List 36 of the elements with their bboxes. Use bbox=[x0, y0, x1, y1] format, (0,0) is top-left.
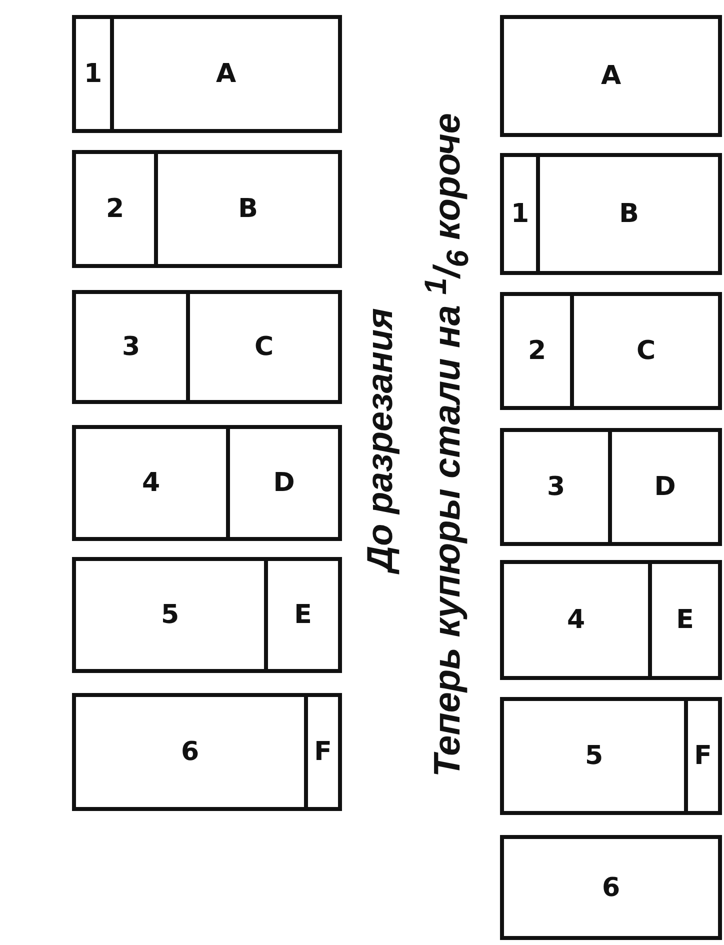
strip-box bbox=[72, 557, 342, 673]
section-label: 1 bbox=[510, 199, 530, 229]
strip-box bbox=[500, 153, 722, 275]
strip-box bbox=[72, 15, 342, 133]
section-label: 1 bbox=[84, 59, 102, 89]
section-label: A bbox=[600, 61, 622, 91]
section-label: E bbox=[294, 600, 312, 630]
strip-box bbox=[72, 150, 342, 268]
section-label: 6 bbox=[180, 737, 200, 767]
section-label: F bbox=[314, 737, 332, 767]
section-label: 4 bbox=[142, 468, 160, 498]
vertical-caption: До разрезания bbox=[359, 308, 401, 572]
section-label: F bbox=[694, 741, 712, 771]
section-label: 5 bbox=[160, 600, 180, 630]
section-label: 6 bbox=[602, 872, 620, 902]
strip-box bbox=[500, 560, 722, 680]
section-label: 3 bbox=[122, 332, 140, 362]
section-label: 5 bbox=[584, 741, 604, 771]
section-label: 3 bbox=[546, 472, 566, 502]
section-label: C bbox=[254, 332, 274, 362]
strip-box bbox=[500, 292, 722, 410]
strip-box bbox=[500, 697, 722, 815]
section-label: B bbox=[238, 194, 258, 224]
section-label: 2 bbox=[106, 194, 124, 224]
strip-box bbox=[72, 290, 342, 404]
strip-box bbox=[500, 428, 722, 546]
section-label: E bbox=[676, 605, 694, 635]
section-label: D bbox=[654, 472, 676, 502]
section-label: 4 bbox=[566, 605, 586, 635]
strip-box bbox=[72, 693, 342, 811]
section-label: D bbox=[273, 468, 295, 498]
section-label: 2 bbox=[528, 336, 546, 366]
section-label: B bbox=[619, 199, 639, 229]
section-label: A bbox=[216, 59, 236, 89]
strip-box bbox=[72, 425, 342, 541]
section-label: C bbox=[636, 336, 656, 366]
